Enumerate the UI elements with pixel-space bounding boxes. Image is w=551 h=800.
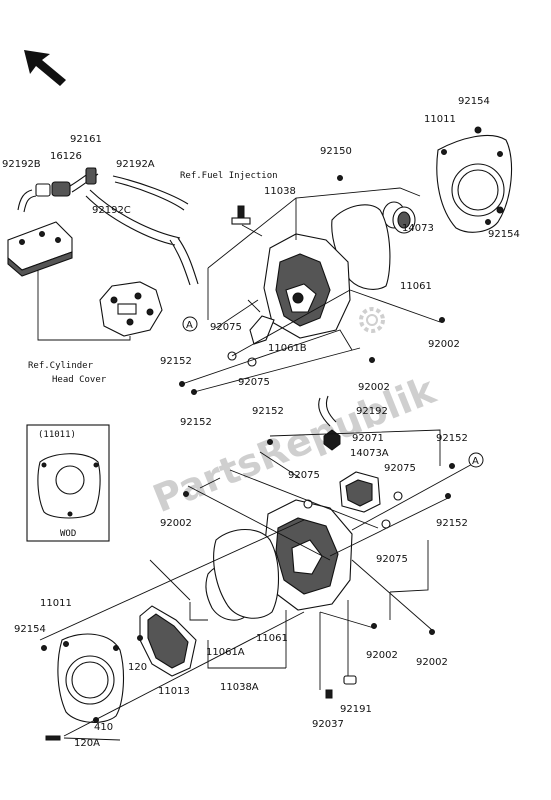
label-92192: 92192	[356, 406, 388, 417]
bolt-92154-top	[474, 126, 482, 134]
label-92152-c: 92152	[252, 406, 284, 417]
label-92002-left: 92002	[160, 518, 192, 529]
pin-92037	[325, 689, 333, 699]
label-120A: 120A	[74, 738, 100, 749]
label-11011-top: 11011	[424, 114, 456, 125]
label-92002-b1: 92002	[366, 650, 398, 661]
label-92071: 92071	[352, 433, 384, 444]
screw-92002-left	[183, 491, 189, 497]
washer-92075-b	[247, 357, 257, 367]
label-92075-e: 92075	[376, 554, 408, 565]
label-92150: 92150	[320, 146, 352, 157]
label-92192C: 92192C	[92, 205, 131, 216]
fuel-injection-ref-bolt	[231, 205, 251, 225]
label-92191: 92191	[340, 704, 372, 715]
label-410: 410	[94, 722, 113, 733]
label-92152-e: 92152	[436, 518, 468, 529]
label-92152-d: 92152	[436, 433, 468, 444]
label-head-cover: Head Cover	[52, 375, 107, 385]
label-16126: 16126	[50, 151, 82, 162]
label-14073: 14073	[402, 223, 434, 234]
screw-92002-r2	[369, 357, 375, 363]
label-11038: 11038	[264, 186, 296, 197]
label-120: 120	[128, 662, 147, 673]
label-92002-b2: 92002	[416, 657, 448, 668]
direction-arrow-icon	[24, 50, 66, 86]
label-11061-top: 11061	[400, 281, 432, 292]
label-92075-a: 92075	[210, 322, 242, 333]
label-ref-fuel-injection: Ref.Fuel Injection	[180, 171, 278, 181]
label-92152-b: 92152	[180, 417, 212, 428]
breather-hose-group	[17, 167, 199, 286]
hose-92192	[318, 395, 337, 427]
air-filter-element-11013	[139, 605, 197, 677]
pin-92191	[343, 675, 357, 685]
label-inset-wod: WOD	[60, 529, 76, 539]
screw-120	[137, 635, 143, 641]
label-92192A: 92192A	[116, 159, 155, 170]
air-cleaner-housing-bottom	[263, 499, 353, 611]
marker-a-bottom: A	[468, 452, 484, 468]
gear-icon	[359, 307, 385, 333]
clip-92071	[323, 429, 341, 451]
label-92152-a: 92152	[160, 356, 192, 367]
label-11061A: 11061A	[206, 647, 245, 658]
screw-92002-b2	[429, 629, 435, 635]
label-11038A: 11038A	[220, 682, 259, 693]
air-filter-bottom	[213, 529, 279, 619]
air-cleaner-cover-bottom	[57, 633, 124, 723]
screw-92152-c	[267, 439, 273, 445]
label-92037: 92037	[312, 719, 344, 730]
label-11011-bottom: 11011	[40, 598, 72, 609]
part-14073A-duct	[339, 471, 381, 513]
label-11013: 11013	[158, 686, 190, 697]
gasket-11061B	[249, 315, 275, 345]
label-92161: 92161	[70, 134, 102, 145]
part-14073-duct	[382, 201, 416, 234]
cylinder-head-cover-ref	[7, 221, 163, 337]
marker-a-top-text: A	[186, 320, 193, 331]
label-92075-b: 92075	[238, 377, 270, 388]
label-11061-bottom: 11061	[256, 633, 288, 644]
screw-92154-bottom	[41, 645, 47, 651]
screw-92150	[337, 175, 343, 181]
bolt-92154-right	[496, 206, 504, 214]
screw-92002-r1	[439, 317, 445, 323]
bolt-120A	[45, 735, 61, 741]
variant-inset-box	[26, 424, 110, 542]
label-92154-bottom: 92154	[14, 624, 46, 635]
label-11061B: 11061B	[268, 343, 307, 354]
label-92192B: 92192B	[2, 159, 41, 170]
label-92075-c: 92075	[288, 470, 320, 481]
label-14073A: 14073A	[350, 448, 389, 459]
label-ref-cylinder: Ref.Cylinder	[28, 361, 94, 371]
label-92002-r2: 92002	[358, 382, 390, 393]
label-92154-top: 92154	[458, 96, 490, 107]
label-92075-d: 92075	[384, 463, 416, 474]
marker-a-bottom-text: A	[472, 456, 479, 467]
washer-92075-d	[393, 491, 403, 501]
label-92154-right: 92154	[488, 229, 520, 240]
label-92002-r1: 92002	[428, 339, 460, 350]
label-inset-11011: (11011)	[38, 430, 76, 440]
screw-92152-e	[445, 493, 451, 499]
marker-a-top: A	[182, 316, 198, 332]
air-cleaner-cover-top	[436, 134, 513, 233]
screw-92152-d	[449, 463, 455, 469]
air-cleaner-housing-top	[263, 233, 351, 339]
washer-92075-c	[303, 499, 313, 509]
